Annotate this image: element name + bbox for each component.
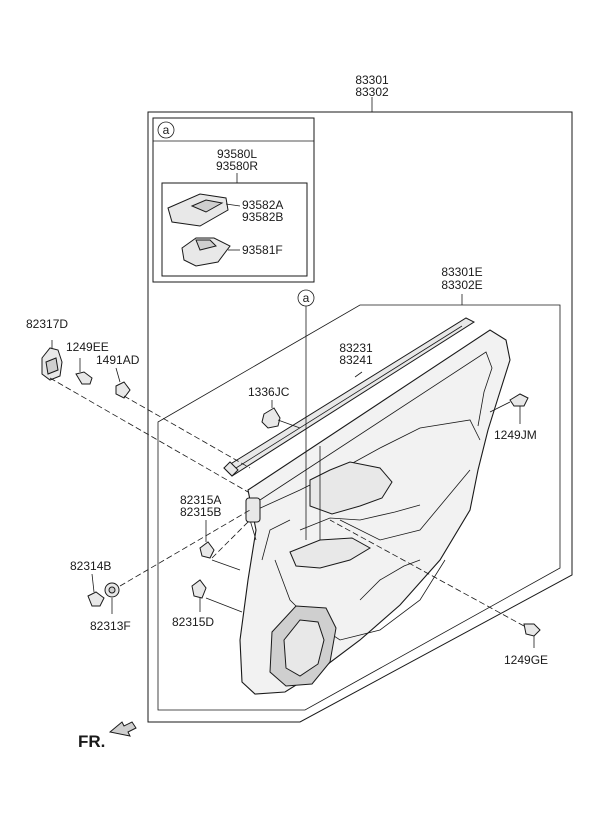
label-82317d: 82317D	[26, 317, 68, 331]
detail-a-box: a	[152, 117, 315, 283]
label-93582a: 93582A	[242, 198, 283, 212]
bracket-82317d-part	[41, 340, 63, 381]
label-82313f: 82313F	[90, 619, 131, 633]
label-1249ge: 1249GE	[504, 653, 548, 667]
label-82315d: 82315D	[172, 615, 214, 629]
label-82315b: 82315B	[180, 505, 221, 519]
label-1249jm: 1249JM	[494, 428, 537, 442]
detail-a-marker-label: a	[163, 123, 170, 137]
label-83302e: 83302E	[441, 278, 482, 292]
label-83301: 83301	[355, 73, 389, 87]
label-83231: 83231	[339, 341, 373, 355]
nut-1491ad-part	[115, 367, 131, 399]
label-83302: 83302	[355, 85, 389, 99]
weatherstrip-part	[223, 317, 476, 477]
clip-82315d-part	[191, 579, 207, 612]
door-trim-panel	[239, 329, 511, 695]
clip-82315a-part	[199, 520, 215, 559]
label-82314b: 82314B	[70, 559, 111, 573]
switch-cover-part	[167, 193, 229, 227]
label-82315a: 82315A	[180, 493, 221, 507]
label-93580r: 93580R	[216, 159, 258, 173]
label-1491ad: 1491AD	[96, 353, 140, 367]
switch-unit-part	[181, 237, 231, 267]
fastener-82313f-part	[104, 582, 120, 614]
label-93580l: 93580L	[217, 147, 257, 161]
screw-1249jm-part	[489, 393, 529, 424]
label-1336jc: 1336JC	[248, 385, 290, 399]
plug-82314b-part	[87, 573, 105, 607]
label-93581f: 93581F	[242, 243, 283, 257]
label-1249ee: 1249EE	[66, 340, 109, 354]
label-93582b: 93582B	[242, 210, 283, 224]
clip-1336jc-part	[261, 400, 301, 429]
screw-1249ee-part	[75, 358, 93, 385]
label-83241: 83241	[339, 353, 373, 367]
front-direction-indicator: FR.	[78, 721, 137, 751]
front-label: FR.	[78, 732, 105, 751]
detail-a-marker	[157, 121, 175, 139]
label-83301e: 83301E	[441, 265, 482, 279]
assembly-outline	[147, 111, 573, 723]
screw-1249ge-part	[523, 623, 541, 648]
panel-detail-a-label: a	[303, 291, 310, 305]
front-arrow-icon	[108, 721, 137, 737]
trim-sub-outline	[157, 304, 561, 711]
